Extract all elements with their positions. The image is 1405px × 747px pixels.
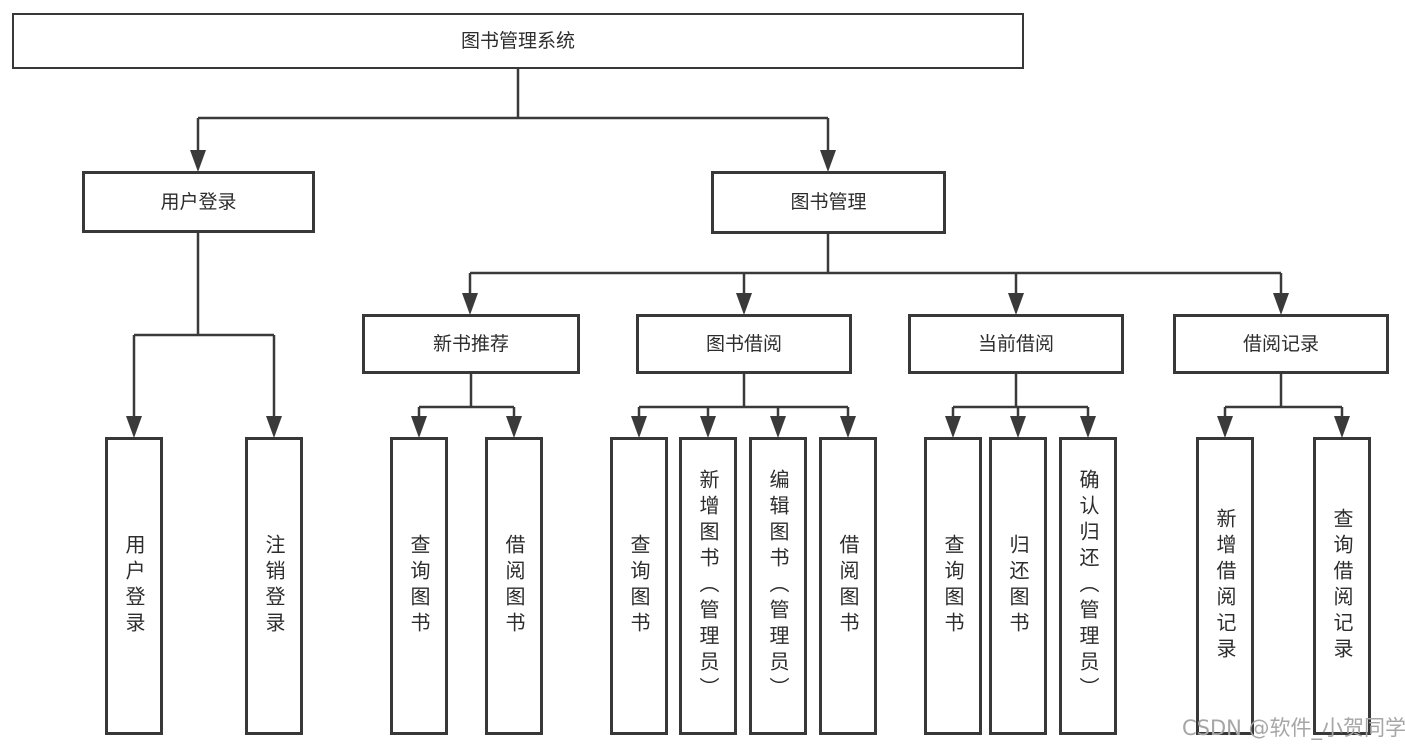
- leaf-node-borrow-books-recommend: 借阅图书: [485, 437, 543, 735]
- node-book-management: 图书管理: [711, 171, 946, 234]
- leaf-node-user-login: 用户登录: [105, 437, 163, 735]
- leaf-node-borrow-books: 借阅图书: [819, 437, 877, 735]
- node-label: 新增借阅记录: [1213, 508, 1237, 664]
- leaf-node-logout: 注销登录: [245, 437, 303, 735]
- node-system-root: 图书管理系统: [12, 13, 1024, 69]
- leaf-node-add-books-admin: 新增图书（管理员）: [679, 437, 737, 735]
- node-label: 查询图书: [407, 534, 431, 638]
- node-label: 借阅记录: [1242, 332, 1319, 355]
- node-label: 用户登录: [122, 534, 146, 638]
- node-label: 查询图书: [941, 534, 965, 638]
- node-label: 查询图书: [627, 534, 651, 638]
- arrowhead-icons: [126, 150, 1350, 438]
- node-label: 当前借阅: [977, 332, 1054, 355]
- leaf-node-search-books-borrow: 查询图书: [610, 437, 668, 735]
- node-label: 新增图书（管理员）: [696, 469, 720, 703]
- node-label: 图书管理: [790, 191, 867, 214]
- watermark-text: CSDN @软件_小贺同学: [1182, 716, 1405, 740]
- node-label: 借阅图书: [836, 534, 860, 638]
- leaf-node-edit-books-admin: 编辑图书（管理员）: [749, 437, 807, 735]
- node-current-borrow: 当前借阅: [908, 314, 1124, 374]
- node-label: 确认归还（管理员）: [1076, 469, 1100, 703]
- node-label: 编辑图书（管理员）: [766, 469, 790, 703]
- leaf-node-search-books-current: 查询图书: [924, 437, 982, 735]
- node-label: 用户登录: [160, 190, 237, 213]
- leaf-node-search-books-recommend: 查询图书: [390, 437, 448, 735]
- leaf-node-return-books: 归还图书: [989, 437, 1047, 735]
- node-label: 查询借阅记录: [1330, 508, 1354, 664]
- node-label: 借阅图书: [502, 534, 526, 638]
- leaf-node-search-borrow-record: 查询借阅记录: [1313, 437, 1371, 735]
- node-book-borrow: 图书借阅: [636, 314, 852, 374]
- node-borrow-records: 借阅记录: [1173, 314, 1389, 374]
- node-label: 注销登录: [262, 534, 286, 638]
- node-label: 新书推荐: [432, 332, 509, 355]
- node-label: 图书借阅: [705, 332, 782, 355]
- leaf-node-confirm-return-admin: 确认归还（管理员）: [1059, 437, 1117, 735]
- node-user-login: 用户登录: [82, 171, 315, 233]
- leaf-node-add-borrow-record: 新增借阅记录: [1196, 437, 1254, 735]
- node-new-book-recommend: 新书推荐: [362, 314, 580, 374]
- node-label: 归还图书: [1006, 534, 1030, 638]
- node-label: 图书管理系统: [460, 29, 575, 52]
